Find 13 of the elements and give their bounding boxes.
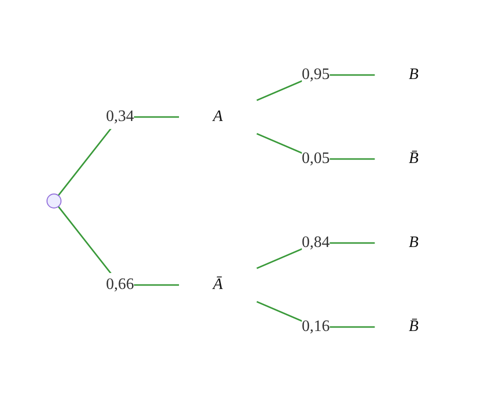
node-text: B xyxy=(409,234,419,251)
node-text: B xyxy=(409,66,419,83)
node-text: Ā xyxy=(213,276,223,293)
edge-label: 0,34 xyxy=(106,108,134,125)
edge-label: 0,05 xyxy=(302,150,330,167)
edge-label: 0,84 xyxy=(302,234,330,251)
node-text: B̄ xyxy=(409,150,419,167)
node-text: B̄ xyxy=(409,318,419,335)
edge-label: 0,16 xyxy=(302,318,330,335)
edge-label: 0,95 xyxy=(302,66,330,83)
node-point xyxy=(46,194,62,208)
edge-label: 0,66 xyxy=(106,276,134,293)
node-text: A xyxy=(213,108,223,125)
